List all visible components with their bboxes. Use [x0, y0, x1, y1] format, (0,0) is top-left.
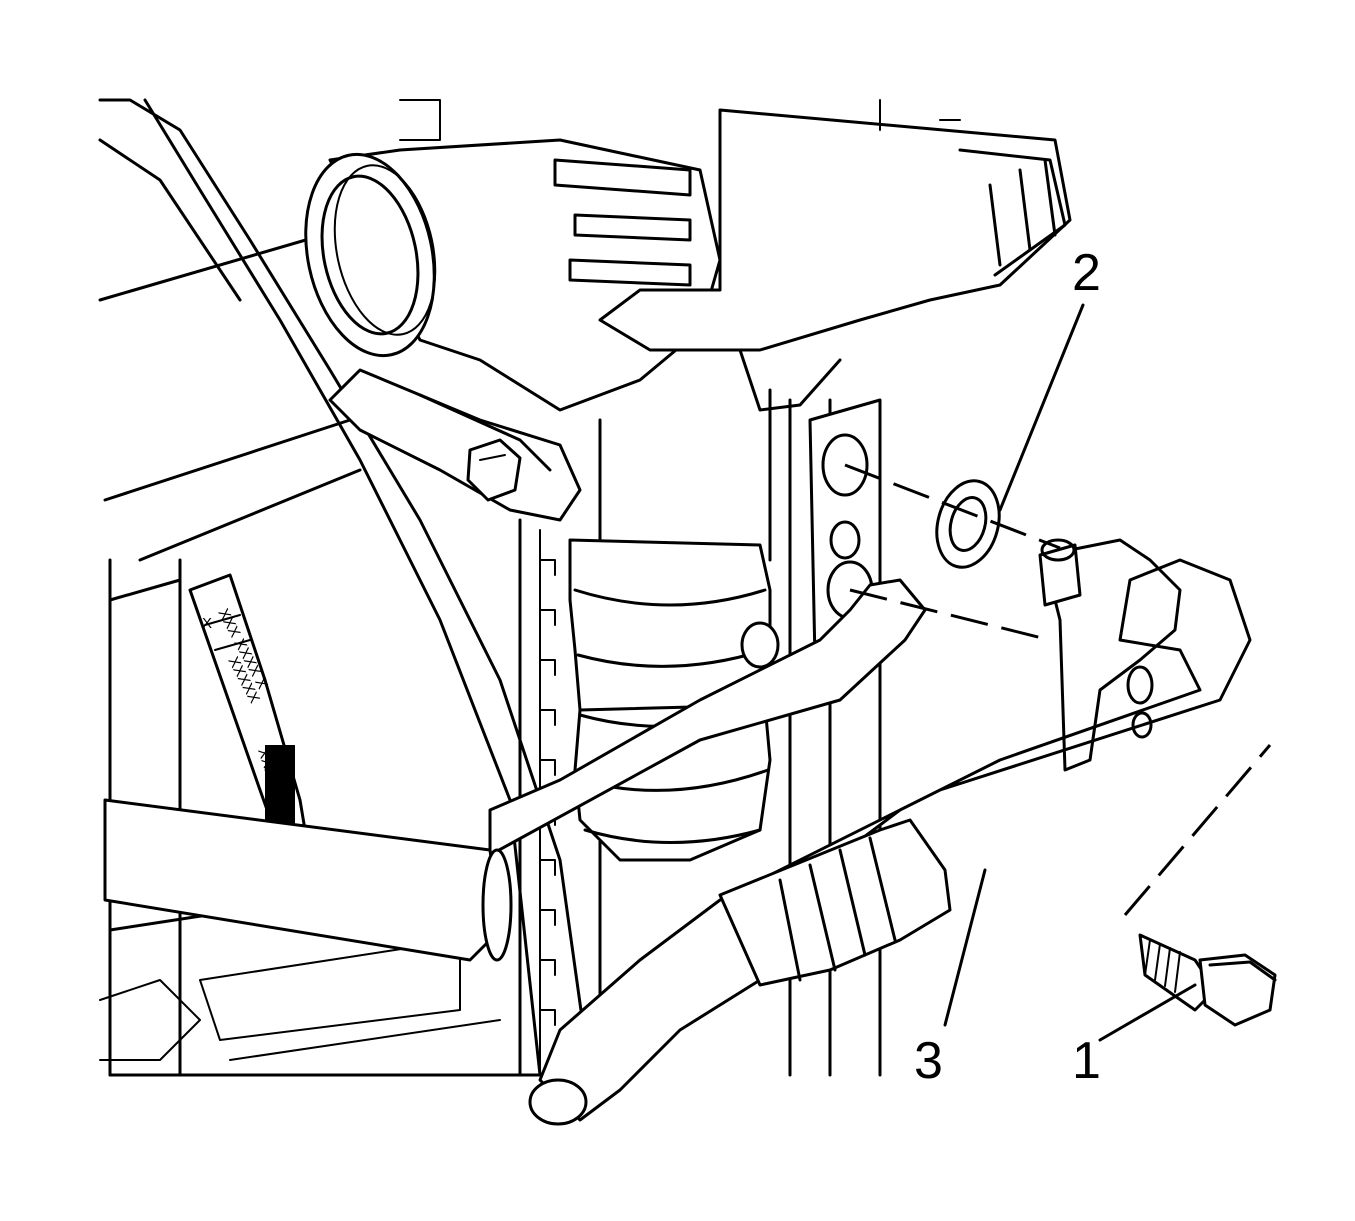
- bolt: [1138, 933, 1277, 1027]
- callout-2: 2: [1072, 244, 1101, 302]
- port-block: [808, 398, 882, 1077]
- explosion-guide-lines: [844, 463, 1272, 916]
- leader-line-3: [943, 868, 987, 1027]
- callout-1: 1: [1072, 1032, 1101, 1090]
- callout-3: 3: [914, 1032, 943, 1090]
- bracket-bolt-head: [466, 438, 522, 502]
- lower-hose-end: [528, 1078, 588, 1126]
- hose-end-left: [481, 848, 513, 962]
- leader-lines: [943, 303, 1197, 1042]
- seal-o-ring: [935, 479, 1001, 569]
- hose-nipple: [740, 621, 780, 669]
- mounting-bracket: [328, 368, 582, 522]
- leader-line-1: [1098, 983, 1197, 1042]
- label-line-2: X: [202, 615, 212, 632]
- air-box-housing: [598, 99, 1072, 412]
- leader-line-2: [998, 303, 1085, 512]
- cooler-line-assembly: [103, 538, 1252, 987]
- crimp-ferrule: [718, 818, 952, 987]
- air-inlet-duct: [304, 138, 722, 412]
